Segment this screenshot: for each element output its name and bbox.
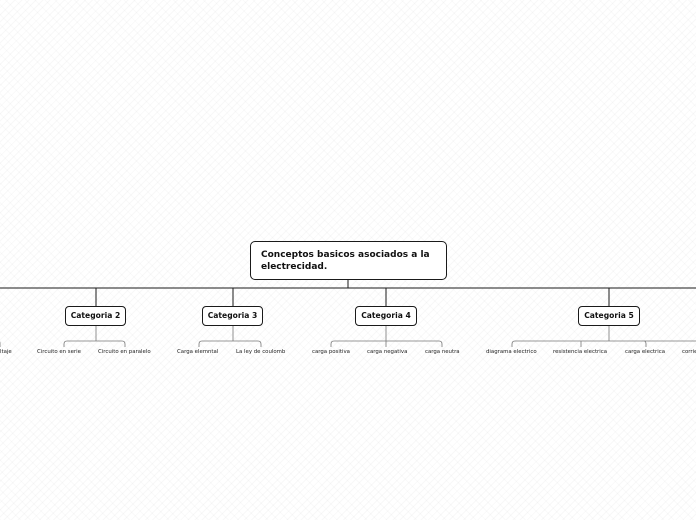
category-node-5[interactable]: Categoria 5 (578, 306, 640, 326)
subtopic-corriente-fragment[interactable]: corrie (682, 349, 696, 355)
category-label: Categoria 3 (207, 311, 258, 320)
root-topic-node[interactable]: Conceptos basicos asociados a la electre… (250, 241, 447, 280)
subtopic-circuito-en-serie[interactable]: Circuito en serie (37, 349, 81, 355)
subtopic-carga-positiva[interactable]: carga positiva (312, 349, 350, 355)
subtopic-carga-elemntal[interactable]: Carga elemntal (177, 349, 219, 355)
category-node-2[interactable]: Categoria 2 (65, 306, 126, 326)
category-label: Categoria 2 (70, 311, 121, 320)
subtopic-carga-negativa[interactable]: carga negativa (367, 349, 408, 355)
subtopic-carga-neutra[interactable]: carga neutra (425, 349, 460, 355)
subtopic-diagrama-electrico[interactable]: diagrama electrico (486, 349, 537, 355)
category-node-3[interactable]: Categoria 3 (202, 306, 263, 326)
branch-categoria-2 (63, 326, 126, 347)
category-label: Categoria 5 (584, 311, 634, 320)
root-topic-label: Conceptos basicos asociados a la electre… (261, 250, 430, 272)
branch-categoria-4 (330, 326, 443, 347)
category-label: Categoria 4 (361, 311, 411, 320)
category-node-4[interactable]: Categoria 4 (355, 306, 417, 326)
subtopic-offscreen-fragment[interactable]: ltaje (0, 349, 12, 355)
subtopic-carga-electrica[interactable]: carga electrica (625, 349, 666, 355)
subtopic-resistencia-electrica[interactable]: resistencia electrica (553, 349, 608, 355)
subtopic-ley-de-coulomb[interactable]: La ley de coulomb (236, 349, 286, 355)
subtopic-circuito-en-paralelo[interactable]: Circuito en paralelo (98, 349, 151, 355)
branch-categoria-3 (198, 326, 262, 347)
branch-categoria-5 (511, 326, 696, 347)
